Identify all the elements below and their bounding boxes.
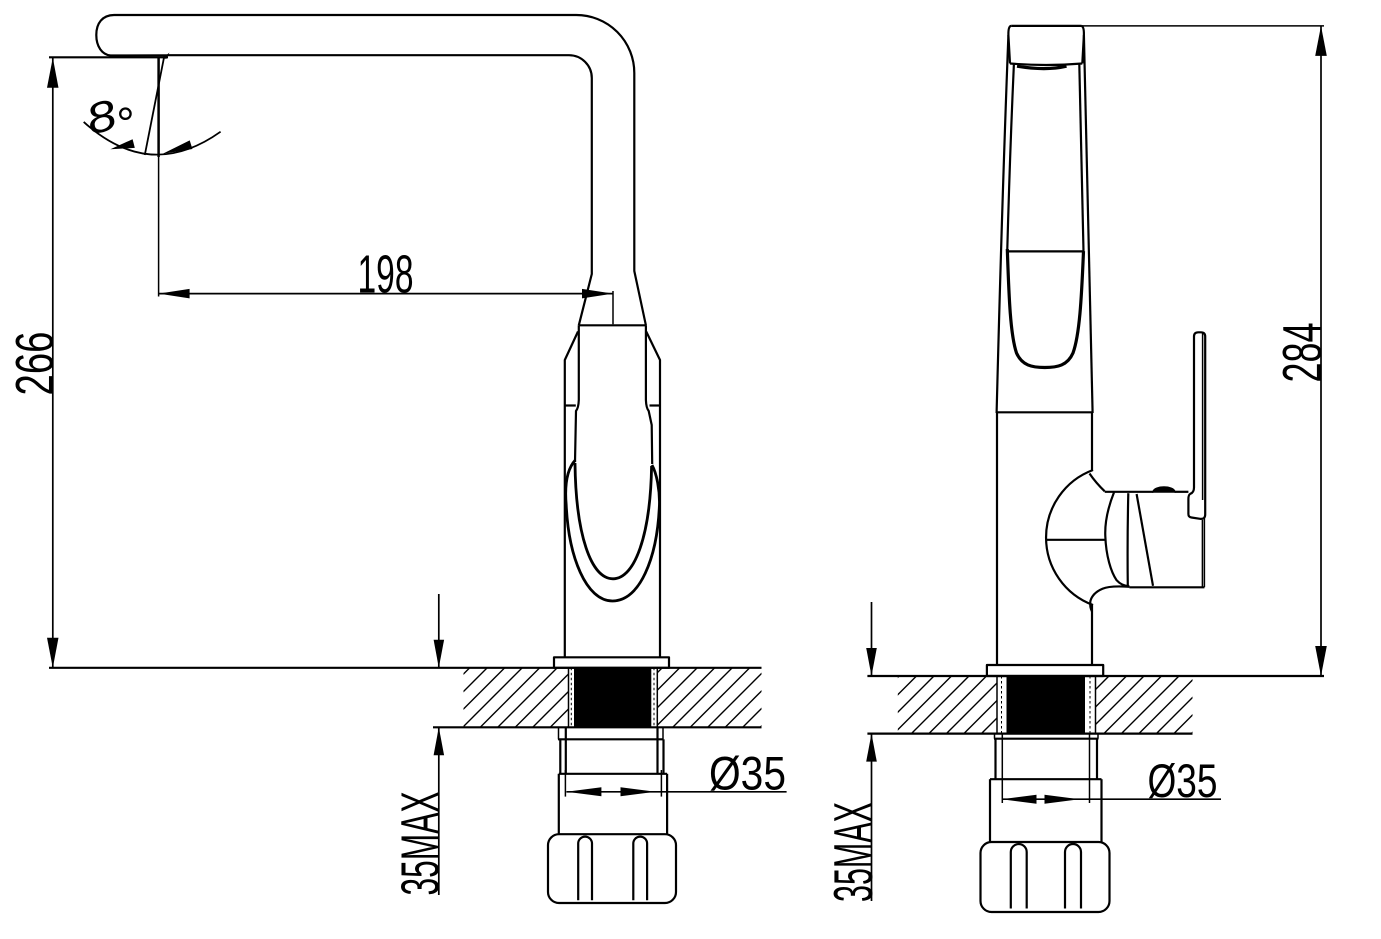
svg-text:266: 266 [5,332,65,396]
svg-text:35MAX: 35MAX [822,802,884,902]
svg-text:35MAX: 35MAX [391,792,451,896]
svg-text:Ø35: Ø35 [709,747,786,800]
svg-text:198: 198 [358,245,414,305]
svg-text:Ø35: Ø35 [1148,754,1218,807]
svg-text:284: 284 [1271,323,1333,383]
